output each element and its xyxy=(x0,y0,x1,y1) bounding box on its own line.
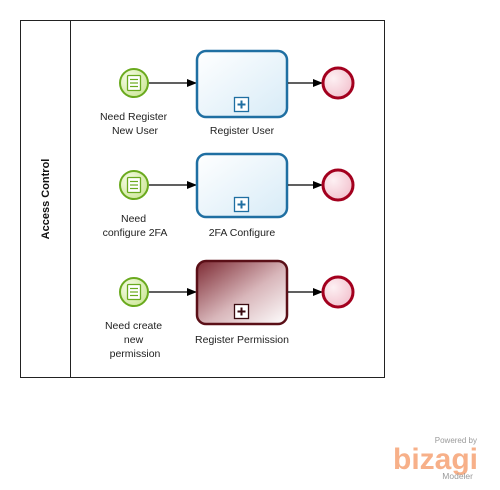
task-register-permission[interactable] xyxy=(195,259,289,326)
task-2fa-configure-label: 2FA Configure xyxy=(209,227,276,239)
start-event-3[interactable] xyxy=(119,277,149,307)
subprocess-plus-icon xyxy=(233,96,250,113)
powered-by-text: Powered by xyxy=(435,436,477,445)
task-register-user-label: Register User xyxy=(210,125,275,137)
task-2fa-configure[interactable] xyxy=(195,152,289,219)
start-event-2-label: Need configure 2FA xyxy=(103,213,168,239)
pool-title: Access Control xyxy=(40,159,52,240)
brand-name: bizagi xyxy=(393,443,478,476)
bizagi-logo: Powered by bizagi Modeler xyxy=(393,436,478,481)
start-event-2[interactable] xyxy=(119,170,149,200)
message-icon xyxy=(126,176,142,194)
message-icon xyxy=(126,74,142,92)
subprocess-plus-icon xyxy=(233,196,250,213)
brand-product: Modeler xyxy=(442,471,473,481)
task-register-permission-label: Register Permission xyxy=(195,334,289,346)
start-event-1-label: Need Register New User xyxy=(100,111,170,137)
end-event-3[interactable] xyxy=(321,275,355,309)
end-event-1[interactable] xyxy=(321,66,355,100)
start-event-1[interactable] xyxy=(119,68,149,98)
start-event-3-label: Need create new permission xyxy=(105,320,165,360)
message-icon xyxy=(126,283,142,301)
subprocess-plus-icon xyxy=(233,303,250,320)
task-register-user[interactable] xyxy=(195,49,289,119)
end-event-2[interactable] xyxy=(321,168,355,202)
